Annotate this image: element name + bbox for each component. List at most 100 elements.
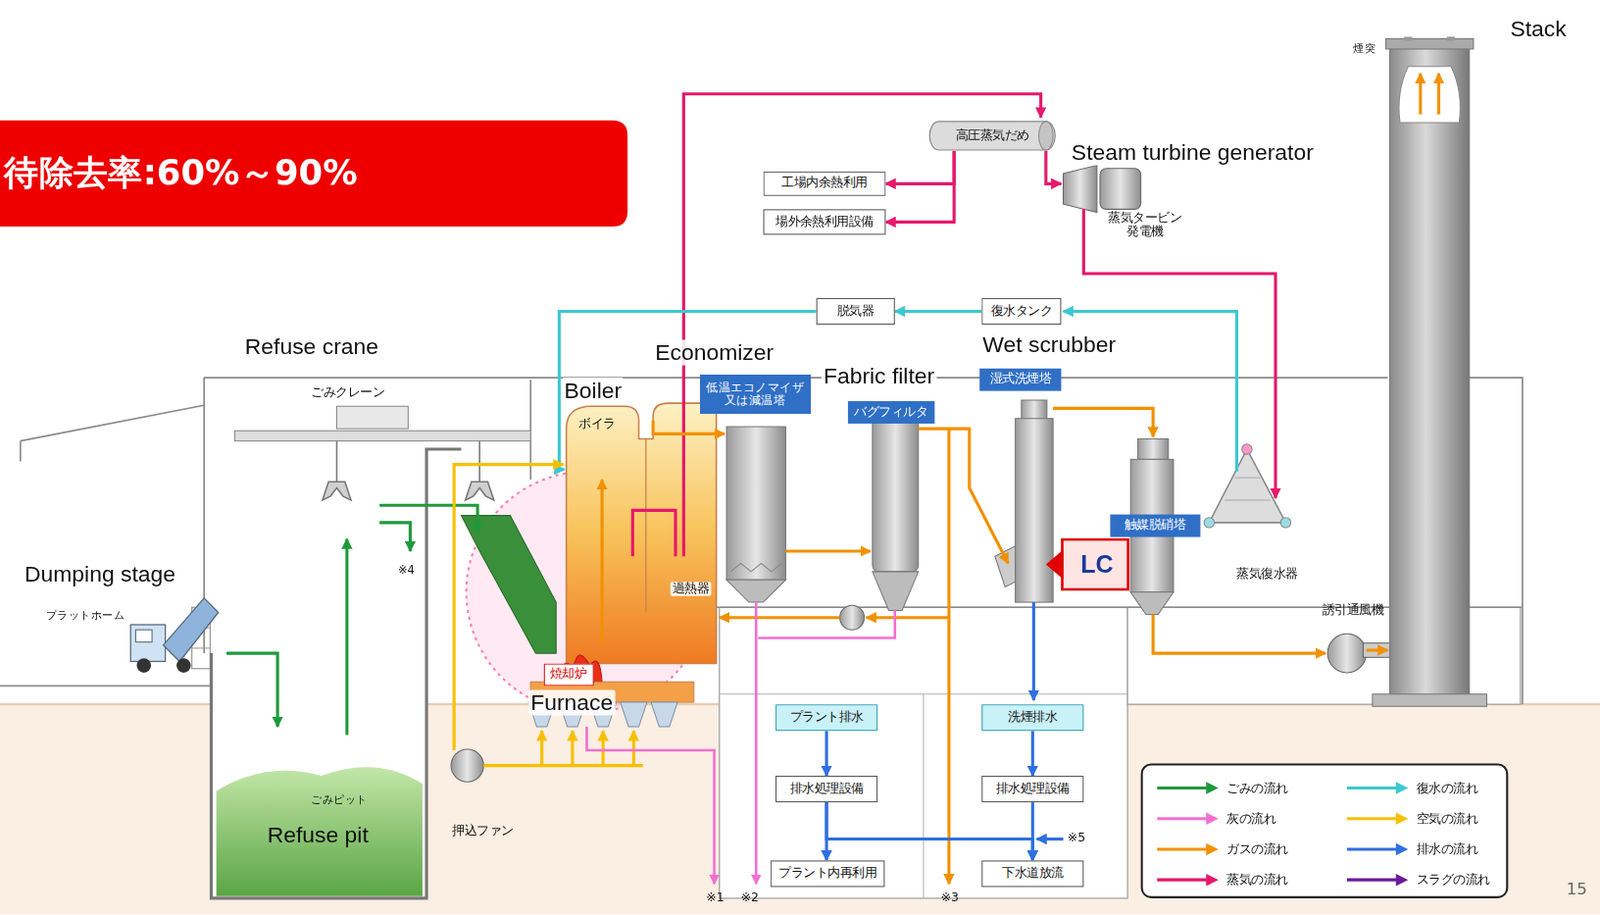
part-name-ja: 過熱器 xyxy=(670,581,712,596)
process-box: 下水道放流 xyxy=(981,859,1084,887)
part-name: Fabric filter xyxy=(821,363,937,390)
process-box: 脱気器 xyxy=(816,298,896,325)
flow-connector xyxy=(885,150,954,184)
node-text: プラント排水 xyxy=(790,710,864,725)
condensate-flow xyxy=(558,310,1237,471)
crane-trolley xyxy=(336,405,408,429)
part-name: Refuse crane xyxy=(245,333,379,359)
legend-text: 排水の流れ xyxy=(1416,841,1478,858)
steam-header: 高圧蒸気だめ xyxy=(928,120,1056,151)
callout-mark: ※4 xyxy=(398,564,415,578)
legend-sample xyxy=(1345,842,1411,857)
part-name-ja: 蒸気復水器 xyxy=(1236,567,1298,582)
node-text: 脱気器 xyxy=(837,303,874,318)
part-name: Boiler xyxy=(561,377,624,403)
refuse-pit xyxy=(210,449,461,899)
legend-sample xyxy=(1154,842,1221,857)
flow-connector xyxy=(826,801,1033,860)
induced-draft-fan xyxy=(1327,633,1367,673)
crane-grab xyxy=(322,441,495,500)
node-text: 復水タンク xyxy=(991,303,1052,318)
flow-connector xyxy=(885,150,954,222)
equipment-tag: 湿式洗煙塔 xyxy=(979,368,1061,392)
fabric-filter xyxy=(872,418,919,572)
equipment-tag: バグフィルタ xyxy=(847,400,934,424)
air-flow xyxy=(453,464,644,766)
legend-sample xyxy=(1345,780,1411,796)
part-name-ja: プラットホーム xyxy=(46,608,125,622)
node-text: プラント内再利用 xyxy=(778,866,877,881)
node-text: 低温エコノマイザ 又は減温塔 xyxy=(705,380,804,408)
legend-sample xyxy=(1345,872,1411,888)
economizer xyxy=(726,426,786,580)
crane-rail xyxy=(234,430,531,441)
flow-connector xyxy=(1031,801,1035,860)
part-name: Stack xyxy=(1509,16,1566,43)
part-name-ja: 押込ファン xyxy=(451,824,513,839)
node-text: 触媒脱硝塔 xyxy=(1124,518,1186,533)
process-box: 排水処理設備 xyxy=(981,775,1084,802)
callout-mark: ※2 xyxy=(741,891,759,905)
node-text: 湿式洗煙塔 xyxy=(990,372,1051,387)
node-text: 洗煙排水 xyxy=(1007,710,1057,725)
part-name-ja: ごみクレーン xyxy=(310,385,385,400)
node-text: 焼却炉 xyxy=(550,667,587,682)
recirculation-fan xyxy=(840,604,865,630)
part-name-ja: 煙突 xyxy=(1352,43,1376,56)
ash-flow xyxy=(586,601,895,884)
legend-box: ごみの流れ復水の流れ灰の流れ空気の流れガスの流れ排水の流れ蒸気の流れスラグの流れ xyxy=(1141,763,1509,899)
node-text: 下水道放流 xyxy=(1001,866,1063,881)
part-name: Refuse pit xyxy=(267,821,369,848)
legend-text: 空気の流れ xyxy=(1416,809,1478,827)
legend-sample xyxy=(1345,810,1411,826)
part-name: Steam turbine generator xyxy=(1069,140,1316,166)
legend-text: ガスの流れ xyxy=(1226,841,1288,858)
wet-scrubber xyxy=(1015,418,1054,602)
process-box: 洗煙排水 xyxy=(981,703,1084,731)
steam-turbine xyxy=(1063,165,1098,213)
legend-sample xyxy=(1154,780,1221,796)
callout-mark: ※5 xyxy=(1067,830,1086,845)
legend-text: 灰の流れ xyxy=(1226,809,1276,827)
process-box: プラント内再利用 xyxy=(770,859,886,887)
process-box: 場外余熱利用設備 xyxy=(763,208,887,235)
part-name-ja: ボイラ xyxy=(578,417,615,432)
part-name-ja: 蒸気タービン 発電機 xyxy=(1103,210,1186,240)
node-text: バグフィルタ xyxy=(853,404,928,419)
truck xyxy=(130,598,219,673)
forced-draft-fan xyxy=(450,749,484,782)
legend-sample xyxy=(1154,872,1221,888)
process-box: 復水タンク xyxy=(981,298,1061,325)
equipment-tag: 触媒脱硝塔 xyxy=(1109,514,1200,538)
part-name: Dumping stage xyxy=(24,560,176,587)
callout-mark: ※3 xyxy=(941,891,959,905)
legend-text: ごみの流れ xyxy=(1226,779,1288,797)
part-name: Economizer xyxy=(652,340,776,366)
refuse-pile xyxy=(216,766,423,896)
part-name-ja: ごみピット xyxy=(310,794,367,807)
flow-connector xyxy=(1031,730,1035,776)
flow-connector xyxy=(895,309,982,313)
page-number: 15 xyxy=(1566,879,1588,899)
boiler xyxy=(566,402,717,663)
legend-text: 復水の流れ xyxy=(1416,779,1478,797)
lc-callout: LC xyxy=(1046,538,1130,592)
callout-mark: ※1 xyxy=(705,891,724,905)
refuse-hopper xyxy=(460,515,556,654)
part-name-ja: 誘引通風機 xyxy=(1322,602,1384,617)
generator xyxy=(1100,168,1142,210)
process-box: 工場内余熱利用 xyxy=(763,171,887,197)
node-text: 排水処理設備 xyxy=(996,781,1070,796)
process-box: プラント排水 xyxy=(775,703,878,731)
legend-sample xyxy=(1154,810,1221,826)
stack xyxy=(1390,46,1470,704)
refuse-flow xyxy=(226,504,478,735)
node-text: 工場内余熱利用 xyxy=(781,176,867,191)
gas-flow xyxy=(601,73,1439,884)
part-name: Furnace xyxy=(528,690,615,716)
legend-text: 蒸気の流れ xyxy=(1226,871,1288,889)
removal-rate-banner: 待除去率:60%～90% xyxy=(3,152,357,194)
node-text: LC xyxy=(1080,550,1113,579)
equipment-tag: 低温エコノマイザ 又は減温塔 xyxy=(700,374,810,414)
